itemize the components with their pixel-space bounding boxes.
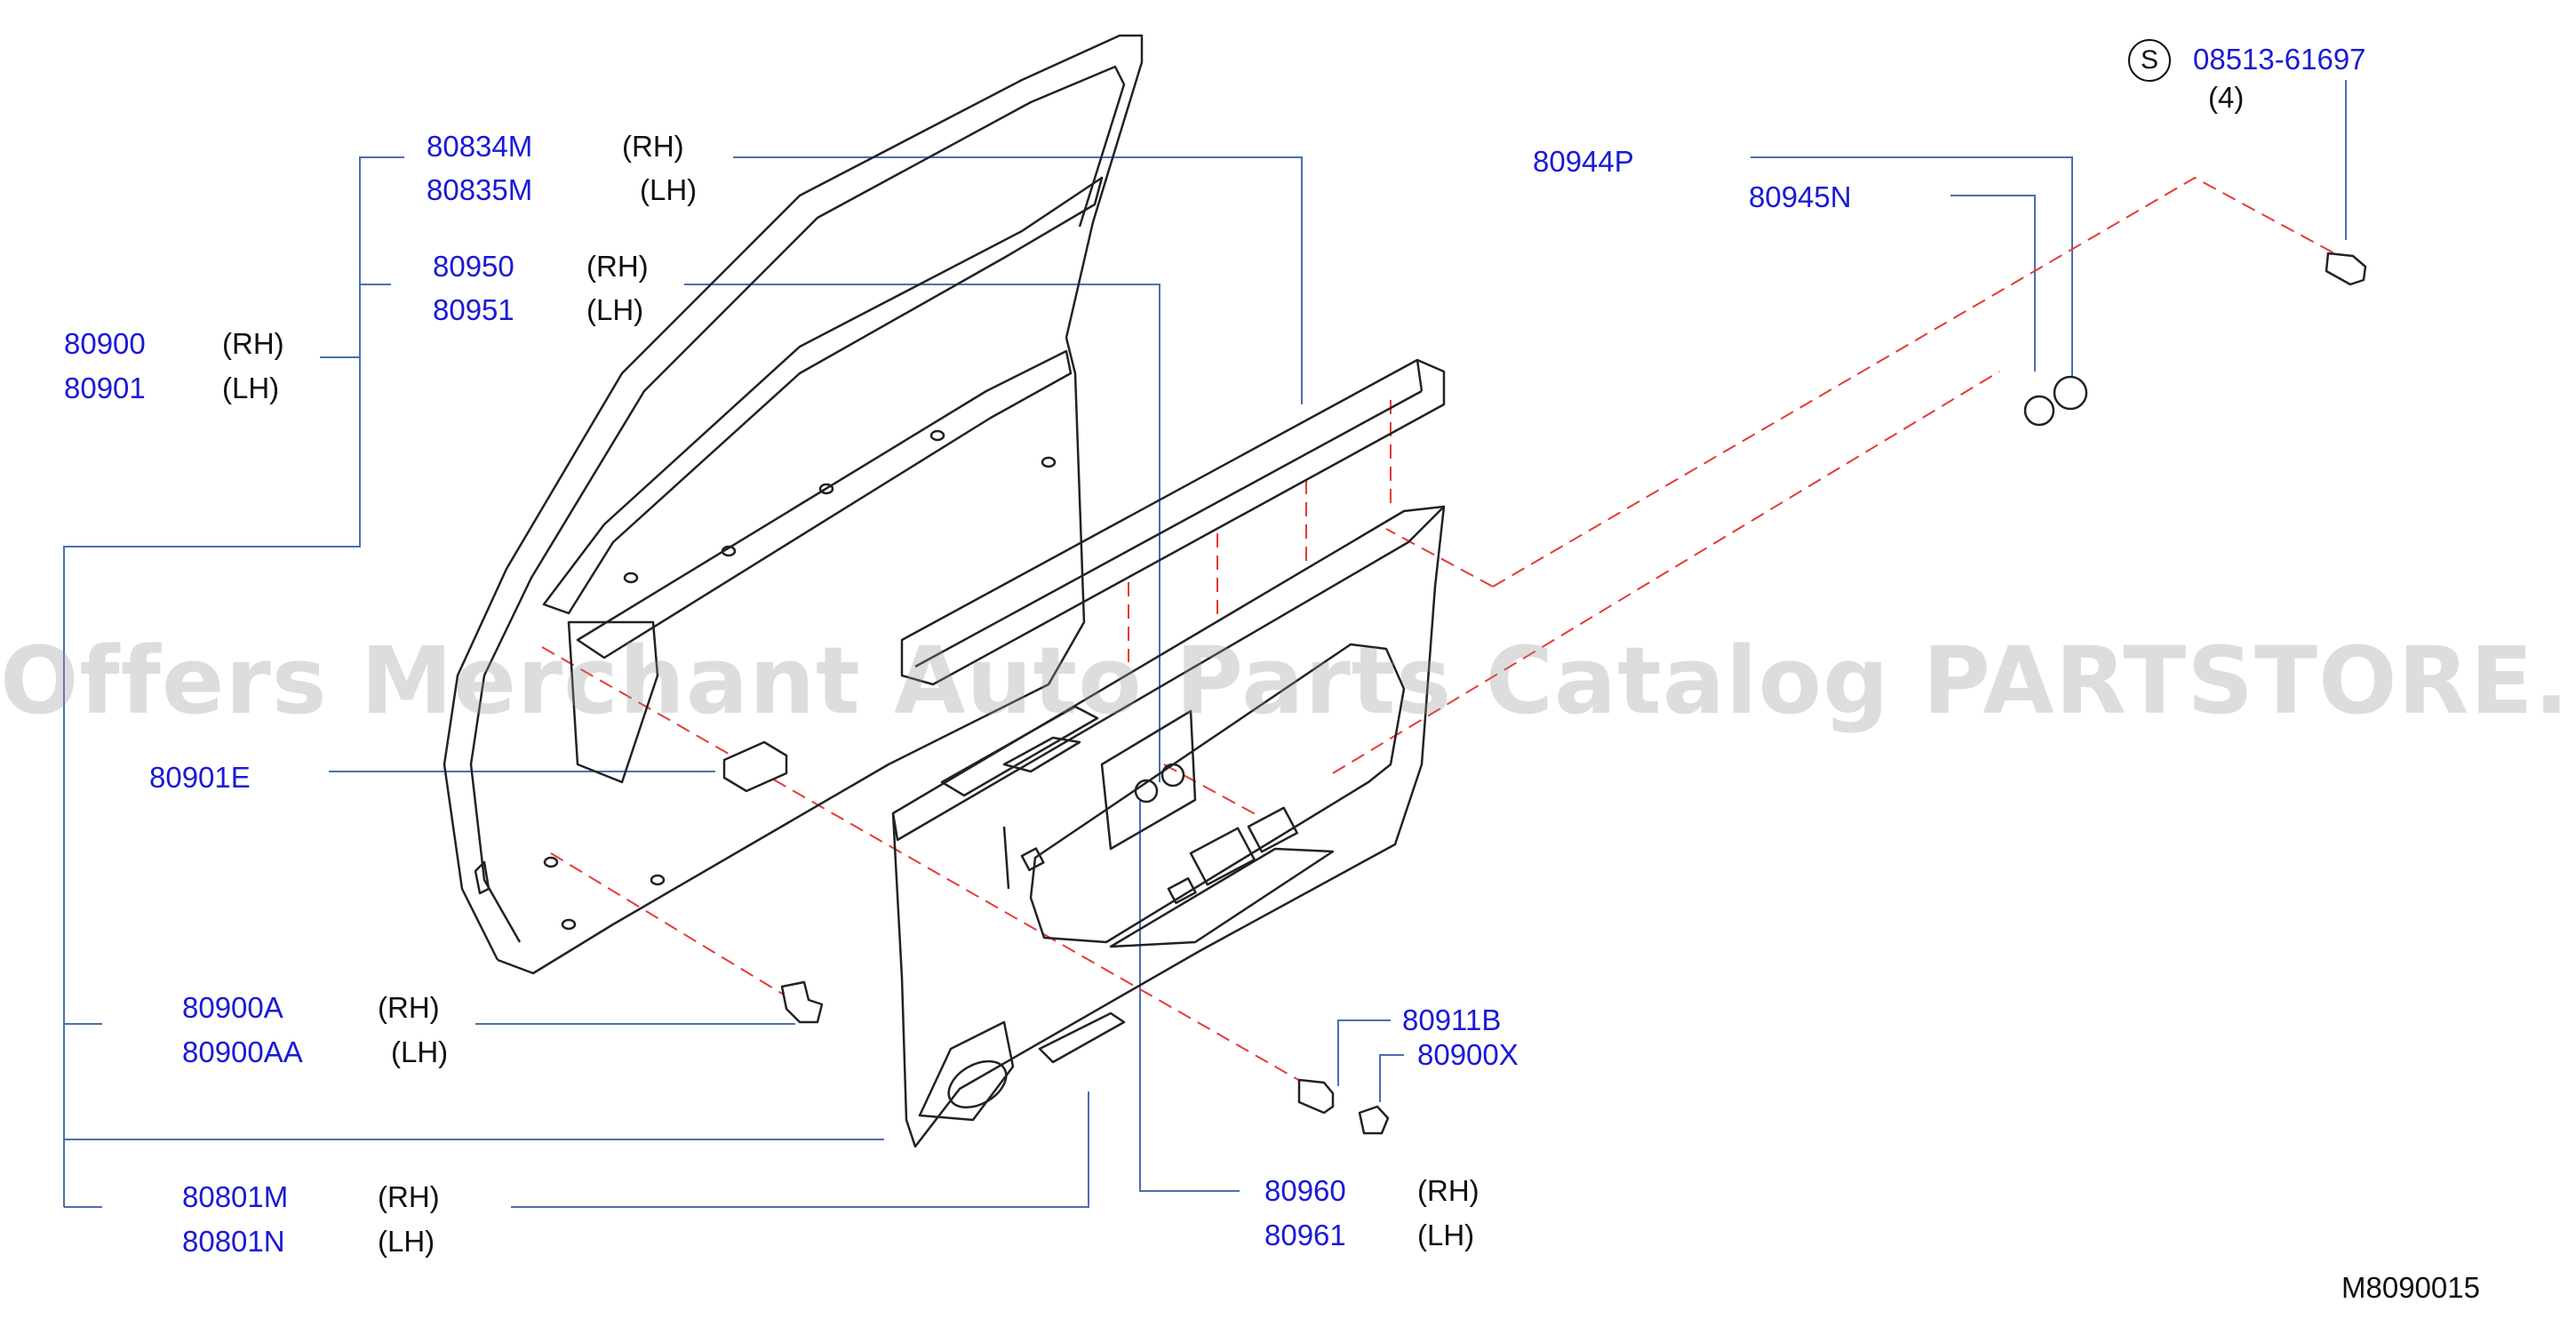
callout-80801m-side: (RH) bbox=[378, 1180, 440, 1213]
trim-panel bbox=[891, 505, 1446, 1148]
callout-80900x[interactable]: 80900X bbox=[1417, 1038, 1519, 1071]
callout-80951[interactable]: 80951 bbox=[433, 293, 514, 326]
callout-80911b[interactable]: 80911B bbox=[1402, 1003, 1502, 1036]
callout-80835m[interactable]: 80835M bbox=[427, 173, 533, 206]
callout-80945n[interactable]: 80945N bbox=[1749, 180, 1852, 213]
callout-80801n[interactable]: 80801N bbox=[182, 1225, 285, 1258]
callout-80950-side: (RH) bbox=[586, 250, 649, 283]
callout-80900a[interactable]: 80900A bbox=[182, 991, 283, 1024]
callout-80961-side: (LH) bbox=[1417, 1219, 1475, 1251]
diagram-code: M8090015 bbox=[2341, 1271, 2480, 1304]
callout-80835m-side: (LH) bbox=[640, 173, 698, 206]
screw-80911b bbox=[1297, 1078, 1335, 1115]
callout-80961[interactable]: 80961 bbox=[1264, 1219, 1346, 1251]
small-parts bbox=[722, 252, 2367, 1135]
screw-08513 bbox=[2325, 252, 2367, 286]
callout-80900[interactable]: 80900 bbox=[64, 327, 146, 360]
callout-80951-side: (LH) bbox=[586, 293, 644, 326]
callout-08513-61697-qty: (4) bbox=[2208, 81, 2245, 114]
callout-80801m[interactable]: 80801M bbox=[182, 1180, 289, 1213]
callout-80901e[interactable]: 80901E bbox=[149, 761, 251, 794]
belt-molding bbox=[900, 358, 1446, 686]
dash-lines bbox=[541, 176, 2347, 1085]
callout-80960[interactable]: 80960 bbox=[1264, 1174, 1346, 1207]
callout-80900-side: (RH) bbox=[222, 327, 284, 360]
callout-80900aa-side: (LH) bbox=[391, 1035, 449, 1068]
cap-80945n bbox=[2023, 395, 2055, 427]
patch-80901e bbox=[722, 740, 788, 793]
leader-lines bbox=[63, 80, 2347, 1208]
callout-08513-61697[interactable]: 08513-61697 bbox=[2193, 43, 2366, 76]
callout-80901[interactable]: 80901 bbox=[64, 372, 146, 404]
callout-80900aa[interactable]: 80900AA bbox=[182, 1035, 303, 1068]
callout-80944p[interactable]: 80944P bbox=[1533, 145, 1634, 178]
callout-80900a-side: (RH) bbox=[378, 991, 440, 1024]
standard-part-symbol: S bbox=[2128, 39, 2171, 82]
callout-80834m[interactable]: 80834M bbox=[427, 130, 533, 163]
callout-80960-side: (RH) bbox=[1417, 1174, 1479, 1207]
clip-80900x bbox=[1358, 1105, 1390, 1135]
callout-80901-side: (LH) bbox=[222, 372, 280, 404]
door-shell bbox=[443, 34, 1144, 975]
cap-80944p bbox=[2053, 375, 2088, 411]
callout-80801n-side: (LH) bbox=[378, 1225, 435, 1258]
watermark: Offers Merchant Auto Parts Catalog PARTS… bbox=[0, 627, 2576, 735]
callout-80834m-side: (RH) bbox=[622, 130, 684, 163]
clip-80900a bbox=[780, 980, 824, 1024]
callout-80950[interactable]: 80950 bbox=[433, 250, 514, 283]
